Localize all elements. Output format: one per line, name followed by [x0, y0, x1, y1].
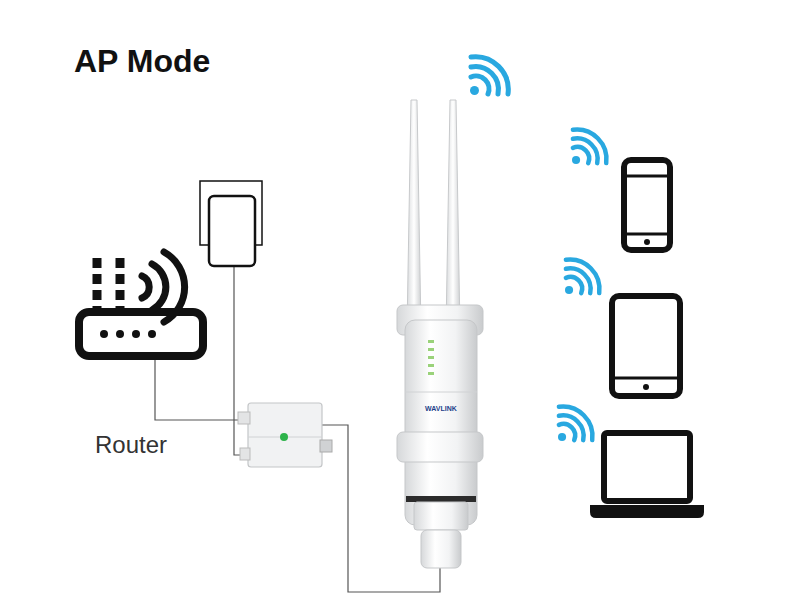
phone-icon — [624, 160, 670, 250]
power-adapter — [200, 181, 262, 266]
poe-injector — [238, 403, 332, 467]
diagram-title: AP Mode — [74, 43, 210, 80]
wifi-signal — [565, 260, 599, 294]
wifi-signal — [572, 130, 606, 164]
wifi-signal — [558, 407, 592, 441]
laptop-icon — [590, 433, 704, 518]
brand-label: WAVLINK — [425, 405, 457, 412]
tablet-icon — [612, 296, 680, 396]
wifi-signal — [470, 57, 508, 95]
access-point-device — [397, 100, 483, 568]
device-label: Router — [95, 431, 167, 459]
router-icon — [79, 252, 203, 356]
